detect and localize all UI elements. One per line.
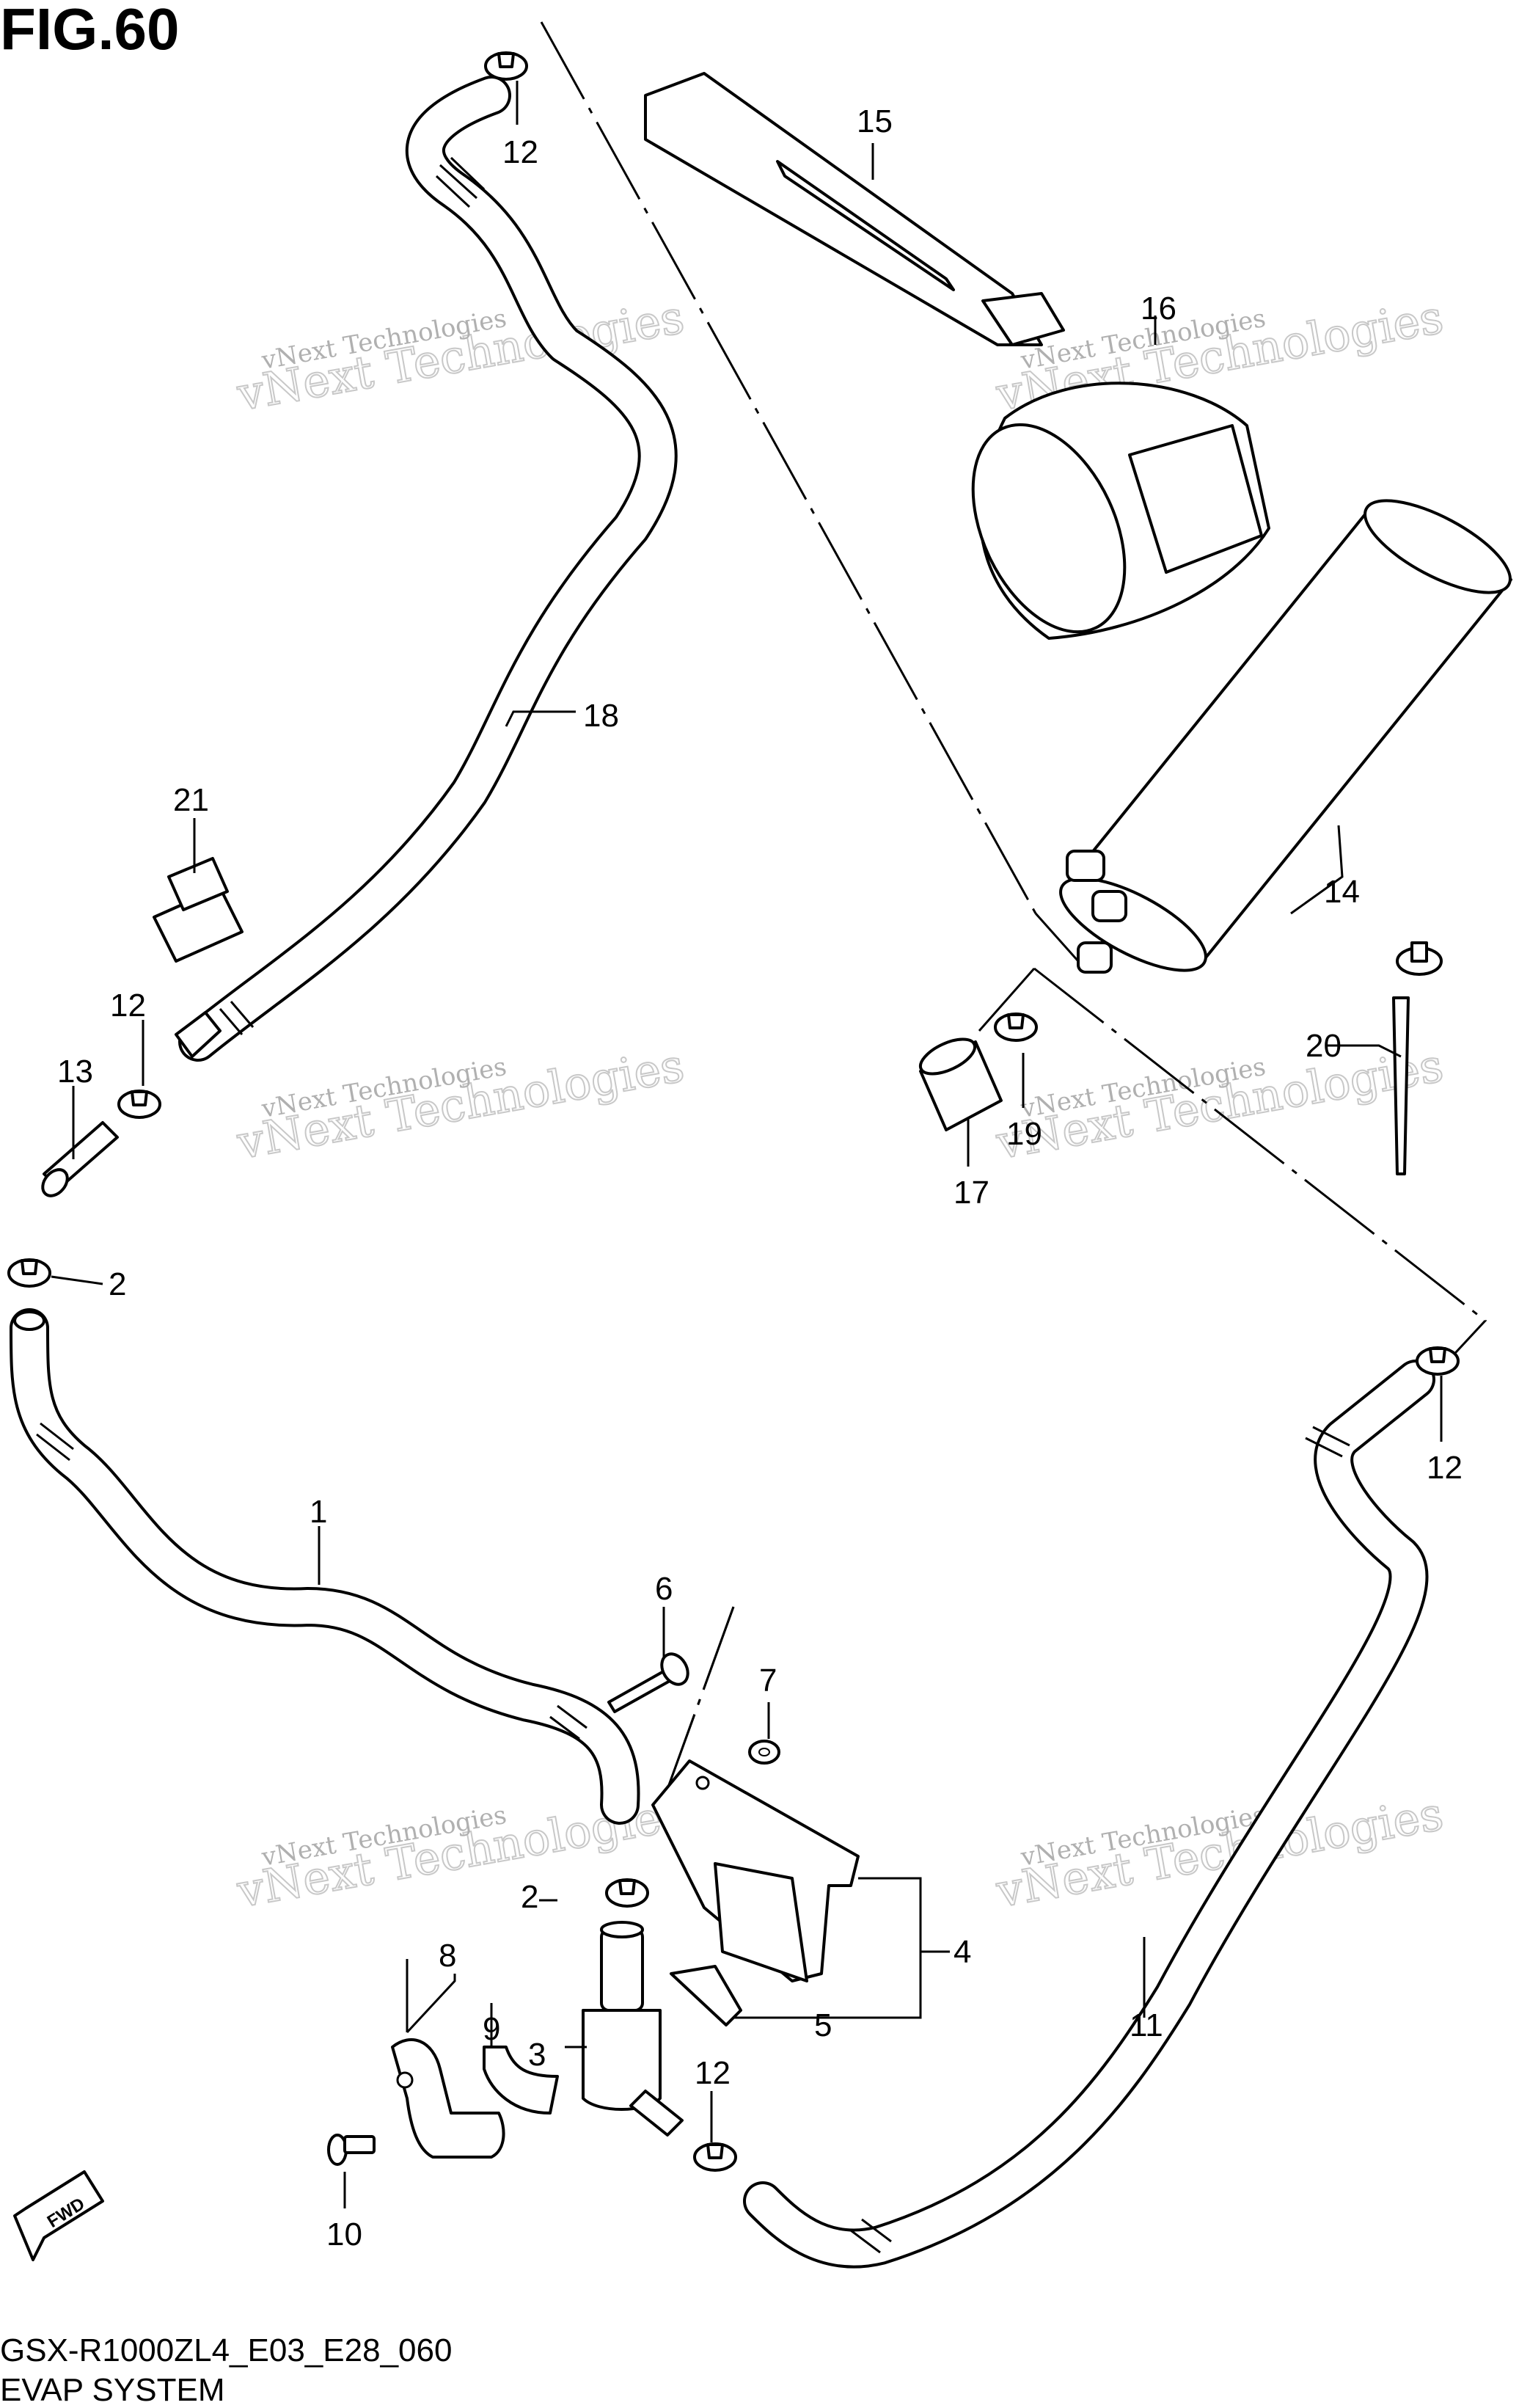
callouts: 12 15 16 18 21 14 20 12 13 19 17 2 12 1 …	[57, 103, 1463, 2252]
figure-title: FIG.60	[0, 0, 180, 62]
callout-12: 12	[1427, 1450, 1463, 1486]
callout-16: 16	[1141, 291, 1176, 326]
canister-14	[1059, 499, 1512, 974]
callout-9: 9	[483, 2011, 500, 2047]
hose-1	[10, 1308, 640, 1825]
cap-17	[918, 1037, 1003, 1131]
callout-3: 3	[528, 2037, 546, 2073]
hose-18	[175, 76, 678, 1062]
callout-1: 1	[310, 1494, 327, 1530]
callout-18: 18	[583, 698, 619, 734]
clamp-8	[391, 2038, 505, 2159]
callout-15: 15	[857, 103, 893, 139]
tie-20	[1392, 941, 1443, 1175]
callout-12: 12	[695, 2055, 731, 2091]
callout-10: 10	[326, 2217, 362, 2252]
valve-3	[582, 1921, 684, 2137]
holder-16	[971, 382, 1270, 640]
callout-2: 2	[109, 1266, 126, 1302]
clip-21	[153, 857, 244, 963]
callout-13: 13	[57, 1054, 93, 1090]
clamp-19	[994, 1013, 1038, 1042]
clamp-12a	[484, 51, 528, 81]
clamp-9	[483, 2046, 559, 2115]
clip-5	[670, 1965, 742, 2026]
connector-13	[41, 1121, 119, 1197]
rivet-6	[607, 1652, 689, 1713]
bolt-10	[327, 2134, 376, 2166]
alignment-lines	[540, 21, 1487, 1820]
model-code: GSX-R1000ZL4_E03_E28_060	[0, 2332, 453, 2368]
clamp-2a	[7, 1258, 51, 1288]
callout-5: 5	[814, 2007, 832, 2043]
callout-20: 20	[1306, 1028, 1342, 1064]
callout-19: 19	[1006, 1116, 1042, 1152]
fwd-arrow-icon: FWD	[13, 2170, 104, 2261]
leader-lines	[51, 81, 1443, 2208]
callout-12: 12	[110, 988, 146, 1024]
callout-7: 7	[759, 1663, 777, 1699]
strap-15	[644, 72, 1065, 346]
callout-11: 11	[1130, 2007, 1163, 2043]
clamp-12d	[693, 2142, 737, 2172]
clamp-12c	[1416, 1346, 1460, 1376]
clamp-2b	[605, 1878, 649, 1908]
callout-21: 21	[173, 782, 209, 818]
callout-8: 8	[439, 1938, 456, 1974]
system-name: EVAP SYSTEM	[0, 2372, 225, 2408]
callout-2: 2	[521, 1879, 538, 1915]
callout-14: 14	[1324, 874, 1360, 910]
washer-7	[748, 1740, 780, 1765]
clamp-12b	[117, 1090, 161, 1119]
callout-17: 17	[954, 1175, 989, 1211]
callout-4: 4	[954, 1934, 971, 1970]
callout-12: 12	[502, 134, 538, 170]
hose-11	[743, 1360, 1435, 2269]
callout-6: 6	[655, 1571, 673, 1607]
bracket-4	[651, 1759, 860, 1982]
